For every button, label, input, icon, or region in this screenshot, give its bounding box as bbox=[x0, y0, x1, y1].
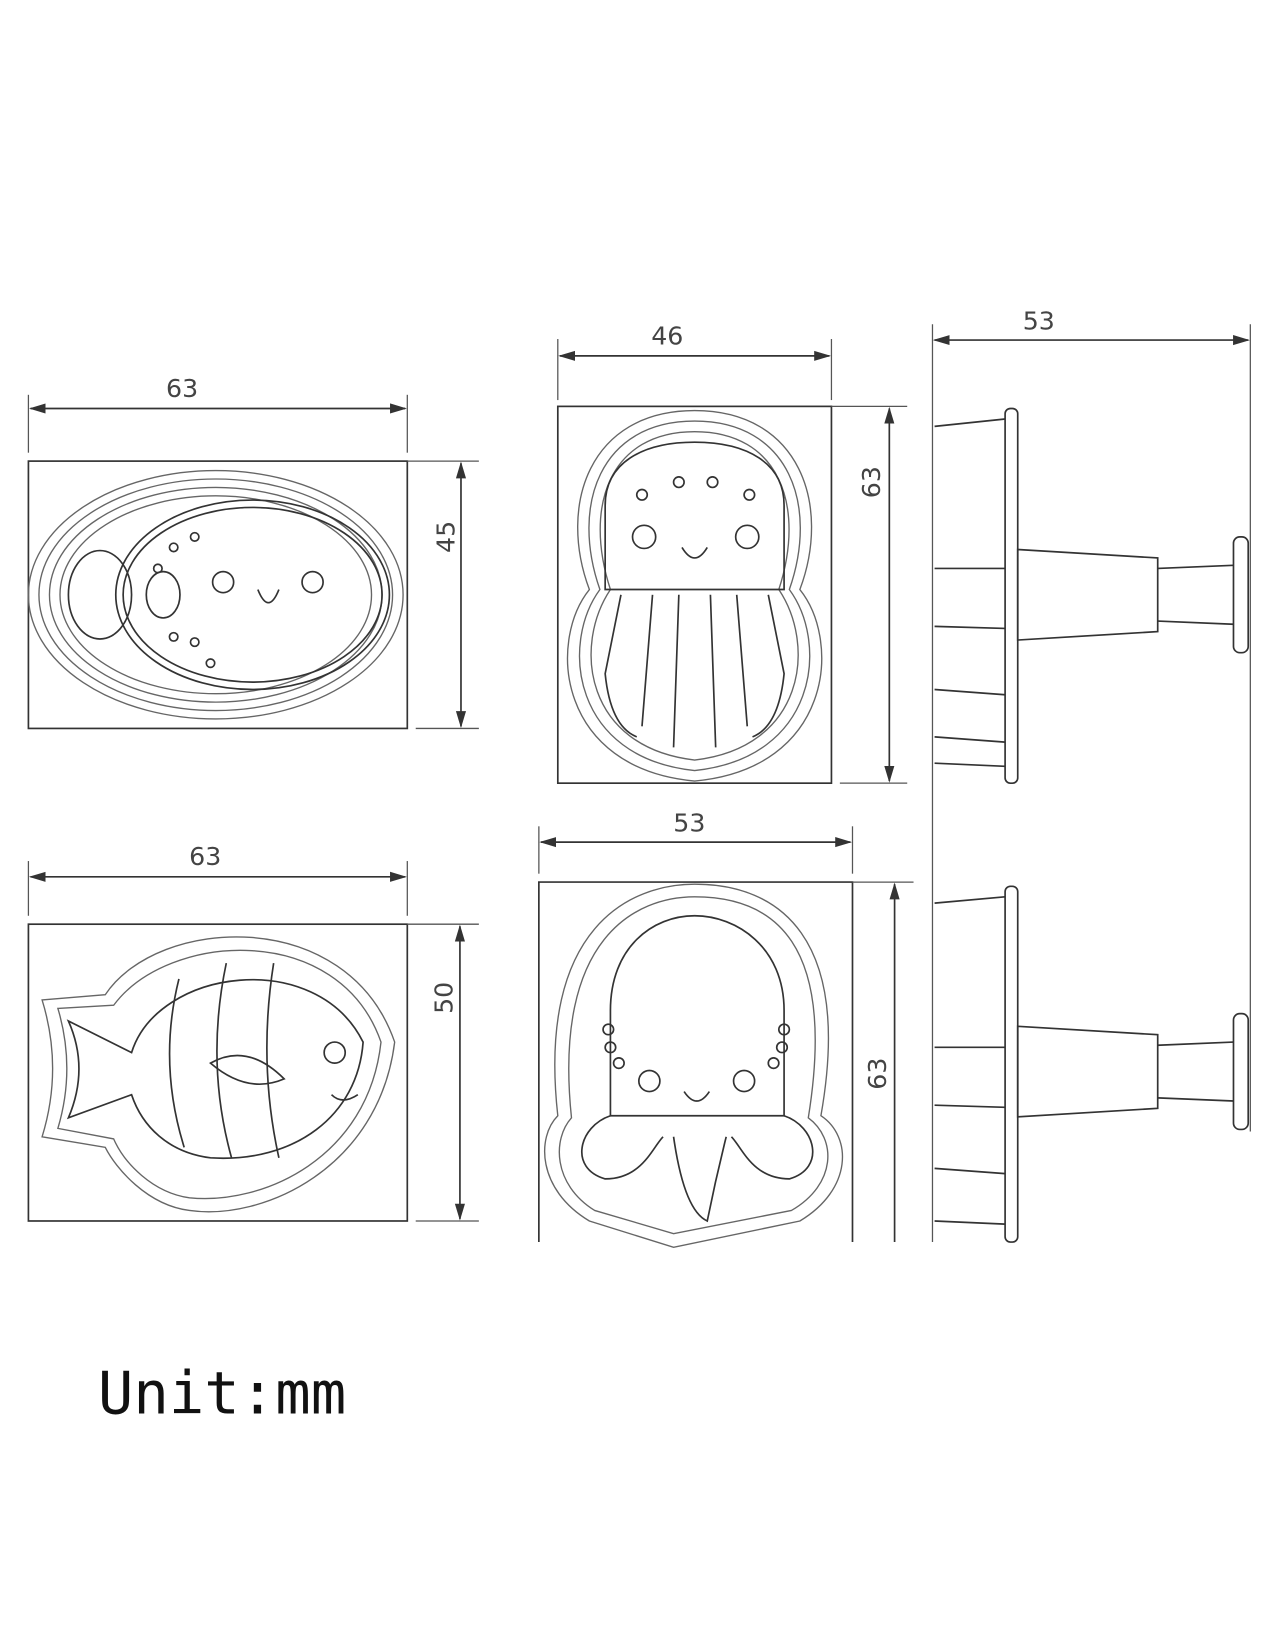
octopus-width-label: 53 bbox=[673, 809, 705, 838]
tropical-fish-height-label: 50 bbox=[430, 982, 459, 1014]
jellyfish-drawing: 46 63 bbox=[556, 321, 908, 785]
pufferfish-height-label: 45 bbox=[432, 521, 461, 553]
jellyfish-shape bbox=[566, 409, 823, 782]
octopus-frame bbox=[538, 881, 854, 1243]
tropical-fish-frame bbox=[27, 923, 409, 1222]
side-view-drawing: 53 bbox=[931, 307, 1251, 1243]
pufferfish-drawing: 63 45 bbox=[27, 374, 479, 730]
pufferfish-width-label: 63 bbox=[166, 374, 198, 403]
tropical-fish-width-label: 63 bbox=[189, 842, 221, 871]
pufferfish-shape bbox=[27, 469, 404, 720]
side-view-top-plunger bbox=[934, 407, 1250, 785]
jellyfish-width-label: 46 bbox=[651, 321, 683, 350]
tropical-fish-drawing: 63 50 bbox=[27, 842, 479, 1222]
side-view-bottom-plunger bbox=[934, 885, 1250, 1243]
unit-note: Unit:mm bbox=[98, 1359, 346, 1428]
octopus-drawing: 53 63 bbox=[538, 809, 914, 1249]
octopus-height-label: 63 bbox=[863, 1058, 892, 1090]
octopus-shape bbox=[544, 883, 844, 1249]
jellyfish-frame bbox=[556, 405, 833, 785]
tropical-fish-shape bbox=[41, 936, 396, 1213]
jellyfish-height-label: 63 bbox=[857, 466, 886, 498]
side-view-depth-label: 53 bbox=[1023, 307, 1055, 336]
pufferfish-frame bbox=[27, 460, 409, 730]
